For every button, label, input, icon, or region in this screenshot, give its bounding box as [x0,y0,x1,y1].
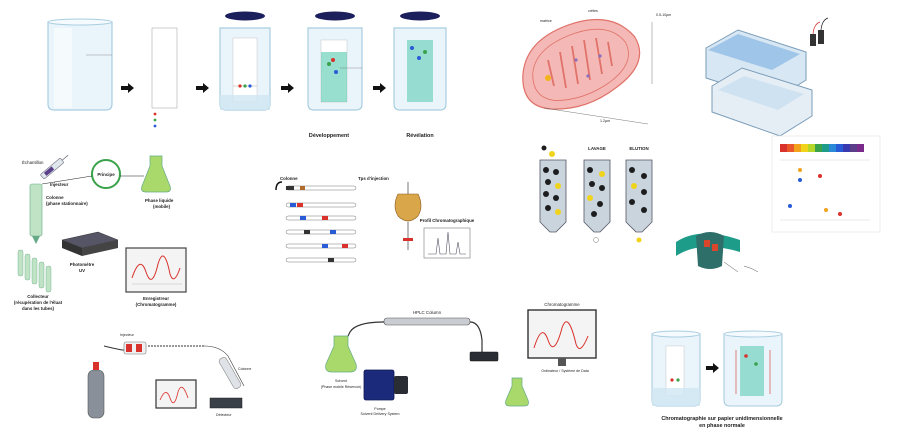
computer-label: Ordinateur / Système de Data [541,369,589,373]
solvent-label-2: (Phase mobile Réservoir) [321,385,362,389]
profile-chart [423,227,471,259]
ion-exchange: LAVAGE ELUTION [539,145,653,243]
panel-title-2: en phase normale [699,423,745,429]
injector-label: Injecteur [50,182,69,187]
hplc-monitor-label: Chromatogramme [544,302,580,307]
rev-title: Révélation [406,133,433,139]
column-label-1: Colonne [46,195,64,200]
photometer-label-1: Photomètre [70,262,95,267]
paper-sequence: Développement Révélation [47,11,447,139]
gas-detector-label: Détecteur [216,413,232,417]
tube-row-4 [285,229,357,235]
ion-column-1 [539,145,567,233]
membrane-protein [676,232,759,273]
electrophoresis-tank [705,17,829,137]
tube-row-5 [285,243,357,249]
recorder-label-1: Enregistreur [143,296,169,301]
tube-row-1 [285,185,357,191]
paper-strip [151,27,178,128]
mito-length: 0.5-10µm [656,13,671,17]
panel-beaker-2 [723,330,783,407]
tube-row-2 [285,202,357,208]
paper-panel: Chromatographie sur papier unidimensionn… [651,330,783,429]
sample-label: Échantillon [22,160,44,165]
elution-label: ELUTION [629,146,648,151]
syringe-icon [40,154,69,180]
gas-injector-label: Injecteur [120,333,135,337]
photometer-label-2: UV [79,268,85,273]
collector-label-1: Collecteur [27,294,49,299]
test-tubes [17,249,52,293]
profile-label: Profil Chromatographique [420,218,475,223]
ion-column-3 [625,159,653,243]
gas-column-label: Colonne [238,367,251,371]
inj-column-label: Colonne [280,176,298,181]
hplc-setup: HPLC Column Solvent (Phase mobile Réserv… [321,302,597,416]
inj-time-label: Tps d'injection [358,176,389,181]
mobile-label-2: (mobile) [153,204,171,209]
column-flow: Échantillon Injecteur Colonne (phase sta… [14,154,187,311]
collector-label-2: (récupération de l'éluat [14,300,63,305]
wash-label: LAVAGE [588,146,606,151]
mito-size: 1.2µm [600,119,610,123]
hplc-monitor [527,309,597,366]
hplc-column-label: HPLC Column [413,310,442,315]
tube-row-6 [285,257,357,263]
mobile-label-1: Phase liquide [145,198,174,203]
beaker-3 [307,11,363,111]
mito-cristae: crêtes [588,9,598,13]
panel-title-1: Chromatographie sur papier unidimensionn… [661,416,782,422]
principle-label: Principe [97,172,115,177]
beaker-4 [393,11,447,111]
photometer [61,231,119,256]
panel-arrow [706,363,719,373]
recorder-screen [125,247,187,293]
arrow-2 [196,83,209,93]
ph-scale-card [771,135,881,233]
pump-label-2: Solvent Delivery System [361,412,400,416]
solvent-label-1: Solvent [335,379,347,383]
tube-row-3 [285,215,357,221]
dev-title: Développement [309,133,349,139]
pump-label-1: Pompe [374,407,385,411]
beaker-1 [47,18,113,111]
ion-column-2 [583,159,611,243]
mito-matrix: matrice [540,19,552,23]
arrow-3 [281,83,294,93]
arrow-4 [373,83,386,93]
gas-setup: Injecteur Colonne Détecteur [87,333,251,419]
recorder-label-2: (Chromatogramme) [136,302,177,307]
arrow-1 [121,83,134,93]
beaker-2 [219,11,271,111]
mitochondrion: 1.2µm 0.5-10µm matrice crêtes [522,9,671,125]
funnel-icon [394,182,422,250]
pump-icon [363,369,408,401]
column-label-2: (phase stationnaire) [46,201,88,206]
panel-beaker-1 [651,330,701,407]
injection-diagram: Colonne Tps d'injection [275,176,475,263]
gas-monitor [155,379,197,409]
collector-label-3: dans les tubes) [22,306,55,311]
